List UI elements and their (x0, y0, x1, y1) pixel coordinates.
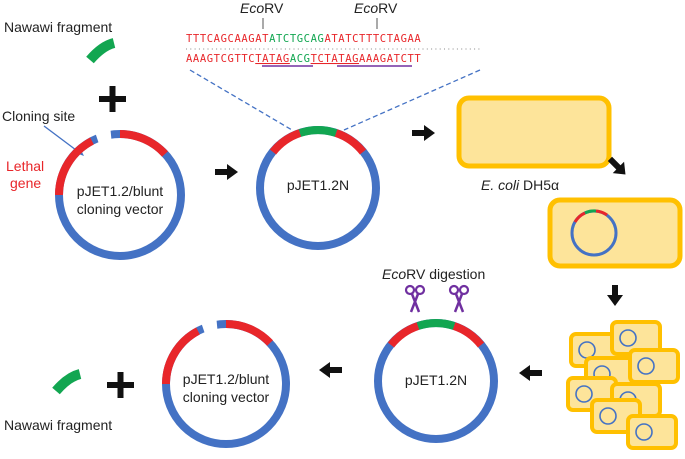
ecoli-cell (456, 95, 612, 169)
plasmid-vector-open (55, 129, 185, 260)
vector-label-3: pJET1.2N (405, 372, 467, 388)
cloning-site-pointer (43, 125, 81, 154)
arrow-down-right (607, 156, 626, 175)
plus-sign-top (99, 86, 126, 112)
zoom-line-left (189, 69, 293, 131)
colony-cell (626, 414, 678, 450)
ecorv-site-label-2: EcoRV (354, 0, 398, 16)
sequence-panel: EcoRV EcoRV TTTCAGCAAGATATCTGCAGATATCTTT… (186, 0, 482, 131)
plus-sign-bottom (107, 372, 134, 398)
plasmid-vector-reopened (162, 319, 290, 448)
colony-cell (628, 348, 680, 384)
arrow-left-1 (519, 365, 542, 381)
lethal-gene-label-2: gene (10, 175, 41, 191)
vector-label-2: pJET1.2N (287, 177, 349, 193)
arrow-left-2 (319, 362, 342, 378)
zoom-line-right (343, 69, 481, 131)
arrow-right-1 (215, 164, 238, 180)
digestion-label: EcoRV digestion (382, 266, 485, 282)
vector-label-4-line2: cloning vector (183, 389, 270, 405)
insert-label-top: Nawawi fragment (4, 19, 112, 35)
vector-label-1-line1: pJET1.2/blunt (77, 183, 163, 199)
plasmid-recombinant-top (256, 126, 380, 250)
arrow-right-2 (412, 125, 435, 141)
cloning-site-label: Cloning site (2, 108, 75, 124)
plasmid-in-cell (570, 209, 618, 257)
ecorv-site-label-1: EcoRV (240, 0, 284, 16)
host-label: E. coli DH5α (481, 177, 559, 193)
sequence-top-strand: TTTCAGCAAGATATCTGCAGATATCTTTCTAGAA (186, 33, 421, 45)
sequence-bottom-strand: AAAGTCGTTCTATAGACGTCTATAGAAAGATCTT (186, 53, 421, 65)
scissors-icon (448, 284, 470, 313)
cell-colony (566, 320, 680, 450)
vector-label-1-line2: cloning vector (77, 201, 164, 217)
insert-label-bottom: Nawawi fragment (4, 417, 112, 433)
nawawi-fragment-bottom (52, 369, 82, 395)
vector-label-4-line1: pJET1.2/blunt (183, 371, 269, 387)
lethal-gene-label-1: Lethal (6, 158, 44, 174)
arrow-down-1 (607, 285, 623, 306)
plasmid-recombinant-bottom (374, 319, 498, 443)
scissors-icon (404, 284, 426, 313)
nawawi-fragment-top (86, 38, 116, 64)
